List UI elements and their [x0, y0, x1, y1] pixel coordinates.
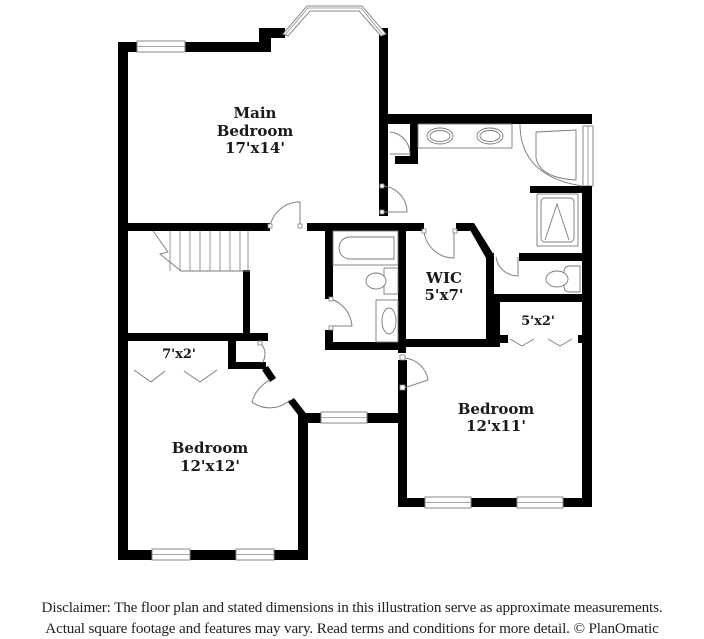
- main-bedroom-label: Main: [234, 104, 277, 122]
- room-labels: Main Bedroom 17'x14' WIC 5'x7' Bedroom 1…: [162, 104, 555, 475]
- closet-left-dimensions: 7'x2': [162, 347, 196, 362]
- disclaimer-line-1: Disclaimer: The floor plan and stated di…: [41, 599, 663, 616]
- floor-plan: Main Bedroom 17'x14' WIC 5'x7' Bedroom 1…: [118, 5, 594, 561]
- hall-bath-fixtures: [332, 230, 399, 343]
- doors: [133, 131, 573, 409]
- wic-dimensions: 5'x7': [424, 286, 463, 304]
- windows: [136, 40, 594, 561]
- toilet-room-fixtures: [545, 265, 581, 293]
- main-bedroom-dimensions: 17'x14': [225, 139, 285, 157]
- stairs: [152, 230, 250, 272]
- bedroom-left-label: Bedroom: [172, 439, 249, 457]
- bedroom-right-dimensions: 12'x11': [466, 417, 526, 435]
- bay-window: [282, 5, 387, 37]
- disclaimer: Disclaimer: The floor plan and stated di…: [0, 597, 704, 639]
- bedroom-left-dimensions: 12'x12': [180, 457, 240, 475]
- main-bath-fixtures: [417, 123, 583, 247]
- main-bedroom-label-line2: Bedroom: [217, 122, 294, 140]
- disclaimer-line-2: Actual square footage and features may v…: [45, 620, 659, 637]
- wic-label: WIC: [425, 269, 462, 287]
- closet-right-dimensions: 5'x2': [521, 314, 555, 329]
- bedroom-right-label: Bedroom: [458, 400, 535, 418]
- interior-walls: [118, 124, 592, 420]
